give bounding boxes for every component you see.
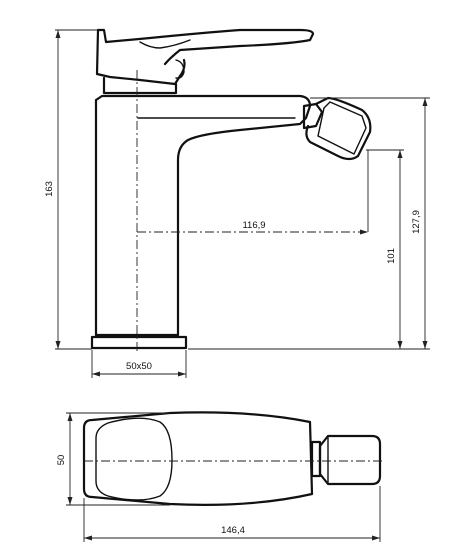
top-body-outline	[82, 411, 314, 506]
dim-base-size: 50x50	[91, 350, 187, 378]
dim-spout-height-label: 127,9	[411, 210, 422, 234]
dim-length-total: 146,4	[83, 486, 381, 542]
faucet-body	[94, 94, 312, 337]
side-view	[90, 28, 372, 352]
dim-body-width-label: 50	[56, 455, 67, 466]
handle-lever-lower	[95, 28, 186, 86]
top-nozzle-neck	[310, 440, 322, 478]
dim-spout-reach: 116,9	[242, 220, 368, 235]
top-nozzle-head	[318, 434, 382, 486]
handle-joint	[139, 39, 191, 49]
dim-outlet-height: 101	[366, 149, 404, 349]
nozzle-head	[305, 96, 372, 161]
dim-height-total-label: 163	[44, 181, 55, 197]
dim-spout-reach-label: 116,9	[242, 220, 265, 231]
dim-body-width: 50	[56, 412, 170, 506]
handle-lever	[96, 28, 315, 66]
base-plate	[90, 333, 188, 350]
dim-height-total: 163	[44, 29, 98, 350]
dim-base-size-label: 50x50	[126, 361, 152, 372]
top-view	[82, 411, 384, 506]
dim-spout-height: 127,9	[188, 97, 430, 350]
handle-stem	[102, 76, 178, 95]
dim-length-total-label: 146,4	[221, 525, 245, 536]
dim-outlet-height-label: 101	[386, 248, 397, 264]
handle-knob	[175, 59, 185, 79]
spout-nozzle	[302, 102, 324, 130]
top-handle-outline	[95, 417, 173, 501]
nozzle-face	[317, 101, 367, 155]
